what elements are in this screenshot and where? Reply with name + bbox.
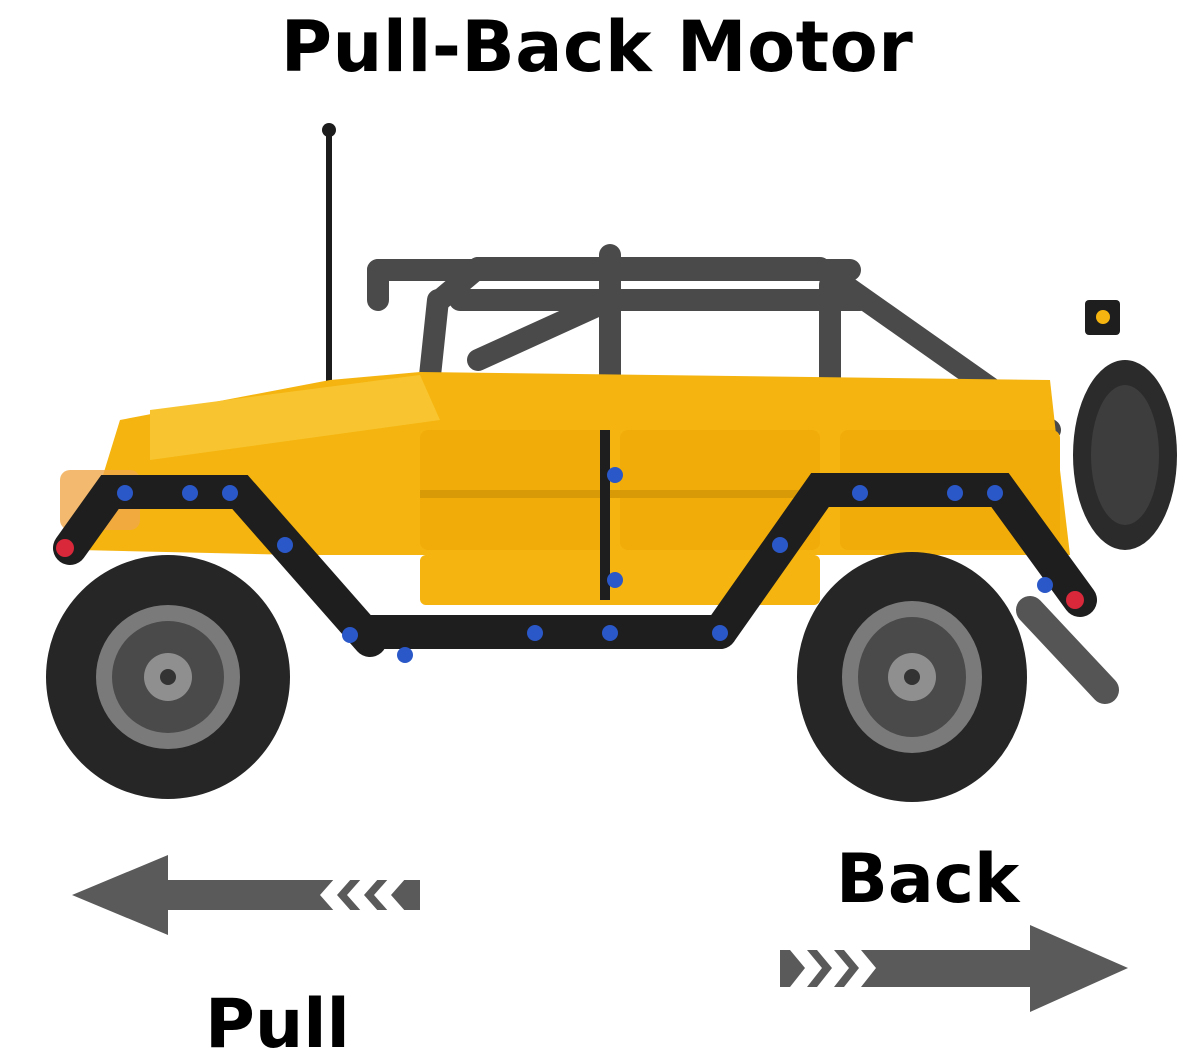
back-label: Back: [836, 840, 1020, 919]
blue-pins: [117, 467, 1053, 663]
red-pins: [56, 539, 1084, 609]
pull-arrow: [72, 855, 420, 935]
back-arrow-chevrons: [790, 950, 876, 987]
spare-tire: [1073, 300, 1177, 550]
side-beams: [53, 473, 1097, 657]
rear-wheel: [797, 552, 1027, 802]
pull-arrow-chevrons: [320, 878, 406, 912]
back-arrow: [780, 925, 1128, 1012]
page-title: Pull-Back Motor: [280, 6, 914, 88]
exhaust-pipe: [1016, 596, 1119, 704]
pull-label: Pull: [205, 985, 350, 1064]
front-wheel: [46, 555, 290, 799]
